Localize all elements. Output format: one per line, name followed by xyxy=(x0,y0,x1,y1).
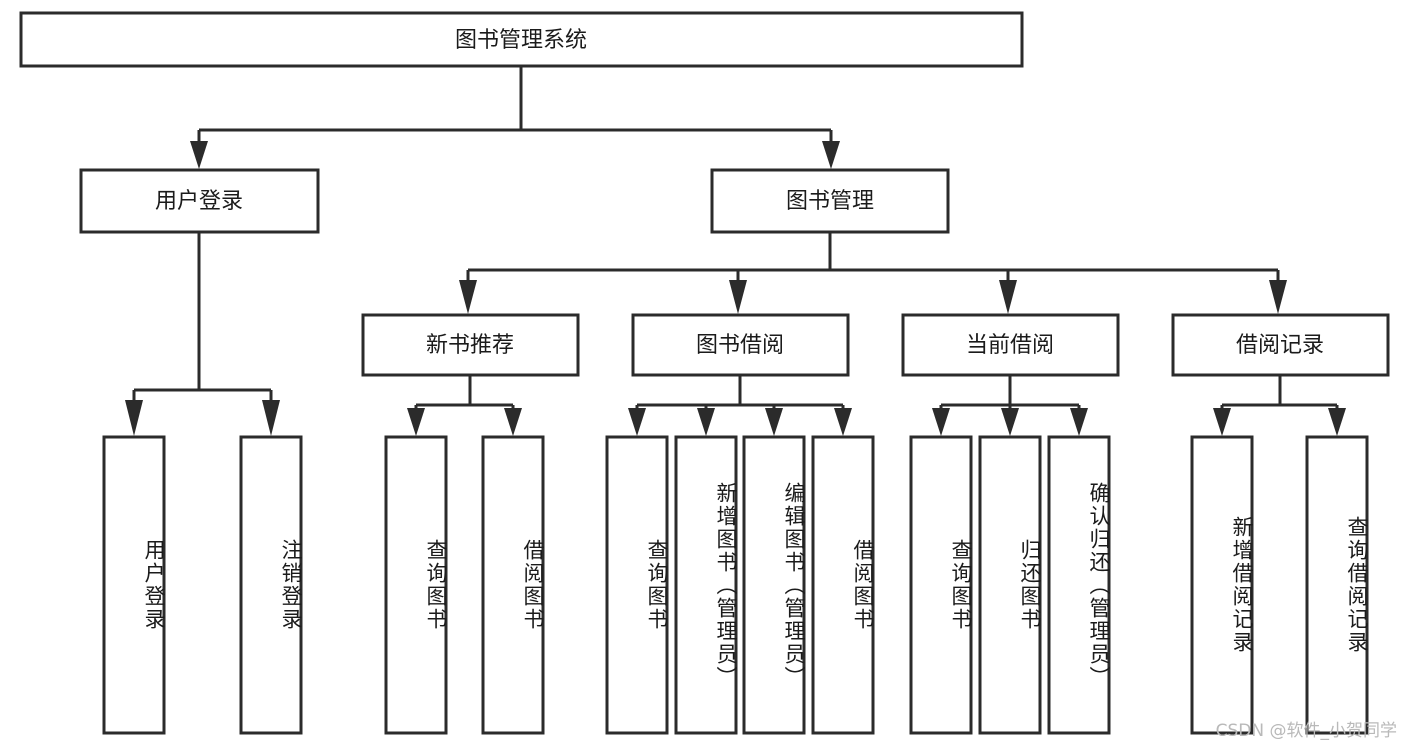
watermark-text: CSDN @软件_小贺同学 xyxy=(1215,721,1397,741)
arrow-head-to-book-manage xyxy=(822,141,840,169)
arrow-head-leaf-current-borrow-2 xyxy=(1001,408,1019,436)
node-book-manage[interactable] xyxy=(710,168,950,234)
leaf-box-current-borrow-1[interactable] xyxy=(909,435,973,735)
arrow-head-leaf-user-login-1 xyxy=(125,400,143,436)
leaf-box-book-borrow-3[interactable] xyxy=(742,435,806,735)
leaf-box-new-book-2[interactable] xyxy=(481,435,545,735)
node-new-book-label: 新书推荐 xyxy=(426,333,514,358)
leaf-box-book-borrow-2[interactable] xyxy=(674,435,738,735)
leaf-box-user-login-2[interactable] xyxy=(239,435,303,735)
arrow-head-leaf-new-book-2 xyxy=(504,408,522,436)
node-book-borrow[interactable] xyxy=(631,313,850,377)
arrow-head-leaf-user-login-2 xyxy=(262,400,280,436)
arrow-head-leaf-current-borrow-3 xyxy=(1070,408,1088,436)
leaf-box-book-borrow-4[interactable] xyxy=(811,435,875,735)
arrow-head-leaf-borrow-record-1 xyxy=(1213,408,1231,436)
arrow-head-to-borrow-record xyxy=(1269,280,1287,314)
leaf-box-borrow-record-2[interactable] xyxy=(1305,435,1369,735)
leaf-box-borrow-record-1[interactable] xyxy=(1190,435,1254,735)
leaf-box-current-borrow-3[interactable] xyxy=(1047,435,1111,735)
node-new-book[interactable] xyxy=(361,313,580,377)
arrow-head-leaf-book-borrow-3 xyxy=(765,408,783,436)
arrow-head-leaf-book-borrow-4 xyxy=(834,408,852,436)
node-book-borrow-label: 图书借阅 xyxy=(696,333,784,358)
arrow-head-to-book-borrow xyxy=(729,280,747,314)
leaf-box-current-borrow-2[interactable] xyxy=(978,435,1042,735)
arrow-head-leaf-borrow-record-2 xyxy=(1328,408,1346,436)
arrow-head-to-user-login xyxy=(190,141,208,169)
node-current-borrow[interactable] xyxy=(901,313,1120,377)
arrow-head-leaf-book-borrow-2 xyxy=(697,408,715,436)
leaf-box-book-borrow-1[interactable] xyxy=(605,435,669,735)
leaf-box-user-login-1[interactable] xyxy=(102,435,166,735)
node-book-manage-label: 图书管理 xyxy=(786,189,874,214)
leaf-box-new-book-1[interactable] xyxy=(384,435,448,735)
node-root-system-label: 图书管理系统 xyxy=(455,28,587,53)
arrow-head-to-new-book xyxy=(459,280,477,314)
arrow-head-leaf-book-borrow-1 xyxy=(628,408,646,436)
node-root-system[interactable] xyxy=(19,11,1024,68)
node-borrow-record-label: 借阅记录 xyxy=(1236,333,1324,358)
arrow-head-leaf-new-book-1 xyxy=(407,408,425,436)
arrow-head-to-current-borrow xyxy=(999,280,1017,314)
node-user-login-label: 用户登录 xyxy=(155,189,243,214)
node-borrow-record[interactable] xyxy=(1171,313,1390,377)
node-current-borrow-label: 当前借阅 xyxy=(966,333,1054,358)
arrow-head-leaf-current-borrow-1 xyxy=(932,408,950,436)
